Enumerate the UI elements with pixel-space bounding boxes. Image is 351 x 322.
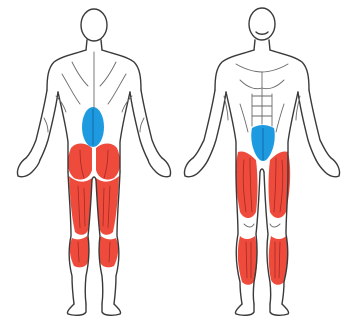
back-leg-muscles bbox=[68, 144, 120, 268]
glute-left bbox=[68, 144, 92, 180]
back-view-figure bbox=[17, 9, 170, 315]
front-view-figure bbox=[184, 8, 339, 315]
calf-right bbox=[99, 236, 118, 267]
quadricep-left bbox=[236, 151, 258, 218]
calf-left bbox=[70, 236, 89, 267]
front-figure-outline bbox=[184, 8, 339, 315]
glute-right bbox=[96, 144, 120, 180]
front-leg-muscles bbox=[236, 151, 290, 284]
